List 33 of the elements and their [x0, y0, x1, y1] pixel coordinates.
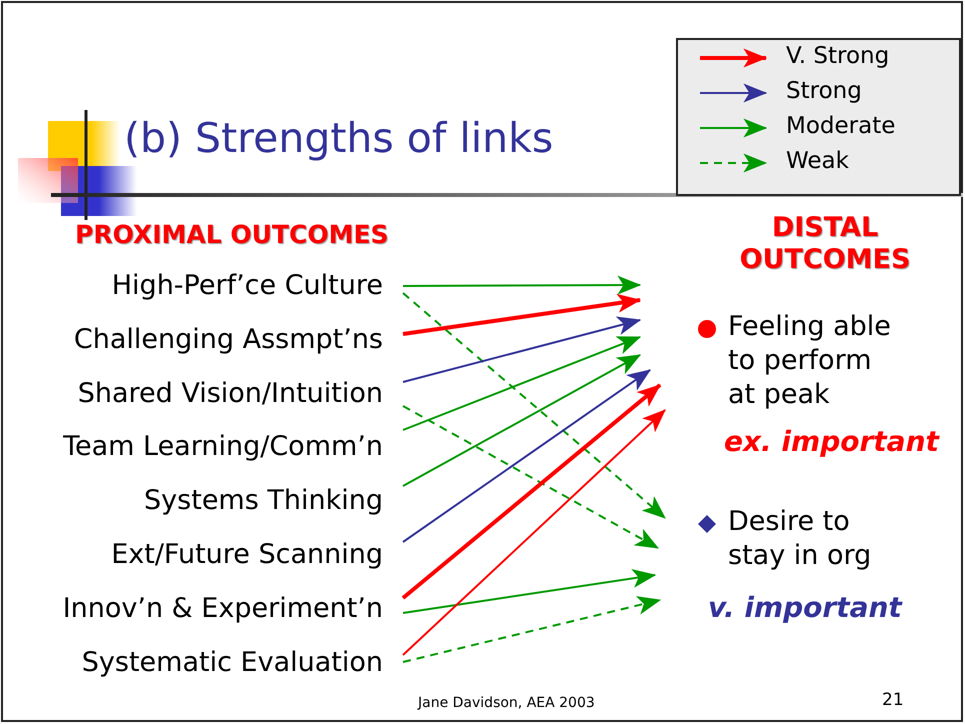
outcome-label: Systematic Evaluation [82, 646, 403, 685]
outcome-label: Systems Thinking [144, 485, 403, 524]
slide-title: (b) Strengths of links [124, 114, 554, 162]
link-arrow [402, 596, 662, 663]
link-arrow [402, 369, 651, 543]
legend-label: Strong [786, 78, 862, 104]
outcome-label: Ext/Future Scanning [111, 539, 403, 577]
outcome-label: High-Perf’ce Culture [112, 270, 403, 308]
link-arrow [402, 294, 642, 336]
outcome-label: Challenging Assmpt’ns [74, 324, 403, 362]
link-arrow [403, 276, 642, 295]
legend-label: V. Strong [786, 43, 890, 69]
page-number: 21 [882, 690, 904, 710]
outcome-label: Innov’n & Experiment’n [62, 592, 403, 631]
outcome-label: Desire to stay in org [728, 505, 872, 573]
legend-label: Weak [786, 148, 849, 174]
outcome-label: Shared Vision/Intuition [78, 378, 403, 416]
link-arrow [402, 292, 666, 519]
link-arrow [402, 354, 642, 487]
legend-label: Moderate [786, 113, 896, 139]
link-arrow [402, 568, 656, 614]
link-arrow [402, 405, 660, 549]
link-arrow [402, 336, 642, 431]
outcome-label: Feeling able to perform at peak [728, 310, 892, 412]
link-arrow [402, 316, 642, 383]
footer-credit: Jane Davidson, AEA 2003 [418, 695, 595, 711]
outcome-label: Team Learning/Comm’n [63, 431, 403, 470]
section-heading: DISTAL OUTCOMES [738, 212, 912, 276]
importance-note: ex. important [724, 425, 939, 458]
link-arrow [402, 383, 662, 600]
section-heading: PROXIMAL OUTCOMES [75, 220, 389, 249]
importance-note: v. important [708, 591, 902, 624]
link-arrow [402, 409, 666, 656]
